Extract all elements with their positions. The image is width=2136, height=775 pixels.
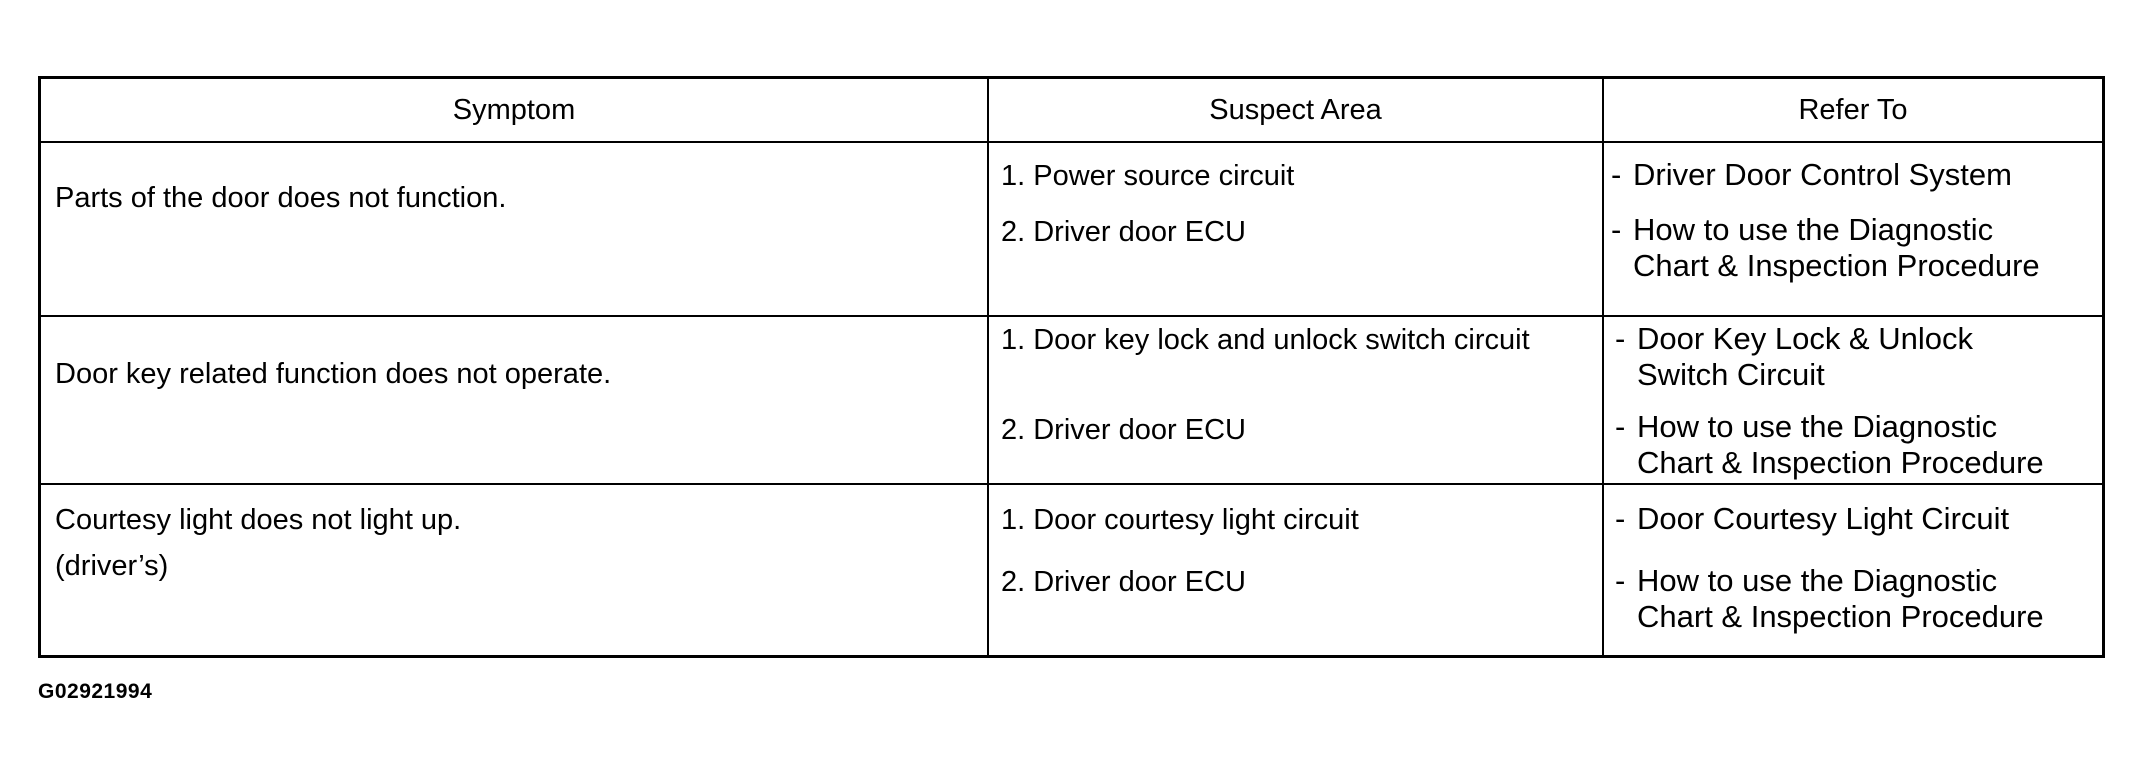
column-divider [1602,79,1604,655]
suspect-item: 1. Door key lock and unlock switch circu… [1001,323,1530,358]
suspect-text: 1. Door key lock and unlock switch circu… [1001,324,1530,356]
header-symptom-label: Symptom [452,93,576,126]
refer-text: Chart & Inspection Procedure [1637,599,2044,634]
refer-item: -How to use the Diagnostic Chart & Inspe… [1611,212,2040,283]
suspect-item: 2. Driver door ECU [1001,565,1246,600]
refer-text: Switch Circuit [1637,357,1825,392]
symptom-text: Door key related function does not opera… [55,358,612,390]
suspect-text: 2. Driver door ECU [1001,216,1246,248]
suspect-item: 1. Door courtesy light circuit [1001,503,1359,538]
refer-text: How to use the Diagnostic [1637,409,1998,444]
refer-item: -How to use the Diagnostic Chart & Inspe… [1615,563,2044,634]
refer-item: -How to use the Diagnostic Chart & Inspe… [1615,409,2044,480]
refer-item: -Door Courtesy Light Circuit [1615,501,2010,536]
column-divider [987,79,989,655]
symptom-cell: Parts of the door does not function. [55,181,506,216]
refer-item: -Door Key Lock & Unlock Switch Circuit [1615,321,1973,392]
header-suspect-area-label: Suspect Area [1209,93,1382,126]
symptom-cell: Courtesy light does not light up. [55,503,461,538]
header-refer-to-label: Refer To [1798,93,1908,126]
figure-id: G02921994 [38,680,153,703]
header-suspect-area: Suspect Area [989,79,1602,141]
row-divider [41,483,2102,485]
symptom-text: Parts of the door does not function. [55,182,507,214]
refer-text: Chart & Inspection Procedure [1637,445,2044,480]
suspect-item: 1. Power source circuit [1001,159,1294,194]
suspect-text: 1. Power source circuit [1001,160,1295,192]
suspect-text: 2. Driver door ECU [1001,414,1246,446]
refer-text: Chart & Inspection Procedure [1633,248,2040,283]
row-divider [41,141,2102,143]
refer-item: -Driver Door Control System [1611,157,2012,192]
refer-text: Door Courtesy Light Circuit [1637,501,2010,536]
suspect-text: 2. Driver door ECU [1001,566,1246,598]
suspect-item: 2. Driver door ECU [1001,413,1246,448]
symptom-cell: Door key related function does not opera… [55,357,611,392]
header-refer-to: Refer To [1604,79,2102,141]
refer-text: How to use the Diagnostic [1633,212,1994,247]
header-symptom: Symptom [41,79,987,141]
row-divider [41,315,2102,317]
refer-text: Driver Door Control System [1633,157,2012,192]
refer-text: How to use the Diagnostic [1637,563,1998,598]
symptom-cell: (driver’s) [55,549,168,584]
suspect-text: 1. Door courtesy light circuit [1001,504,1359,536]
symptom-text: Courtesy light does not light up. [55,504,462,536]
refer-text: Door Key Lock & Unlock [1637,321,1973,356]
suspect-item: 2. Driver door ECU [1001,215,1246,250]
diagnostic-table: Symptom Suspect Area Refer To Parts of t… [38,76,2105,658]
symptom-text: (driver’s) [55,550,169,582]
